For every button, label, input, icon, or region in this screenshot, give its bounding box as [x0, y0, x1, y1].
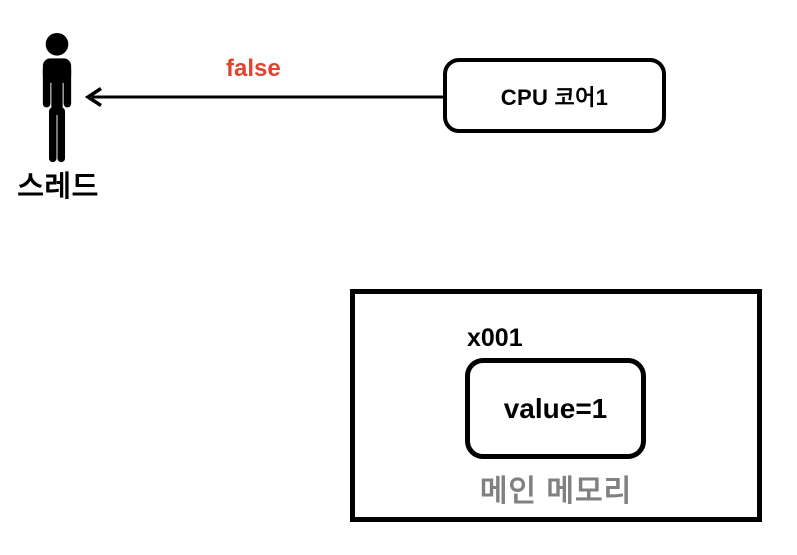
thread-person-icon: [28, 32, 86, 164]
arrow-false-label: false: [226, 55, 281, 82]
cpu-core-label: CPU 코어1: [500, 84, 609, 110]
cpu-core-box: CPU 코어1: [443, 58, 666, 133]
main-memory-box: x001 value=1 메인 메모리: [350, 289, 762, 522]
memory-value-box: value=1: [465, 358, 646, 459]
thread-label: 스레드: [17, 171, 99, 203]
memory-value-label: value=1: [503, 392, 608, 424]
cpu-to-thread-arrow: [84, 87, 443, 107]
memory-address-label: x001: [467, 324, 523, 352]
main-memory-title: 메인 메모리: [479, 475, 633, 508]
